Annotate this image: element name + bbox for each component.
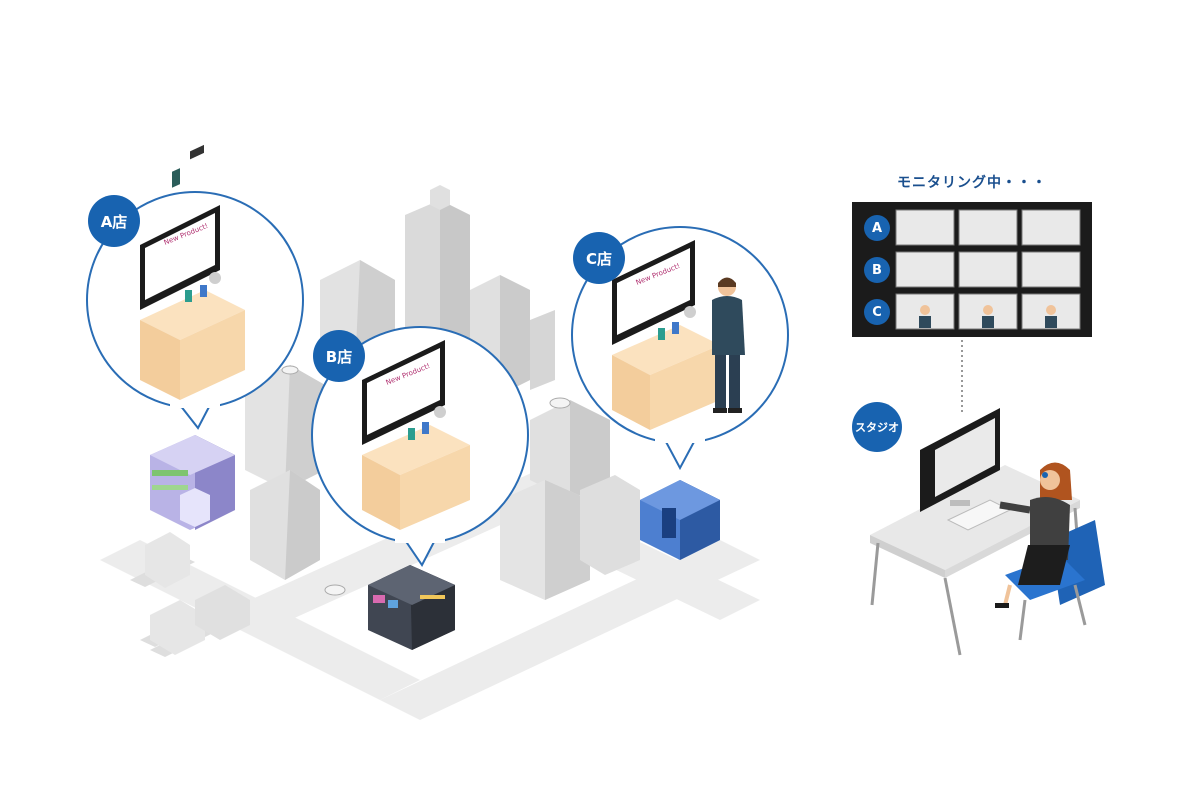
customer-figure [712,277,745,413]
cars [281,365,571,596]
store-c-building [640,480,720,560]
feed-persons [920,305,1056,315]
store-c-badge: C店 [573,232,625,284]
store-a-building [150,435,235,530]
store-a-badge: A店 [88,195,140,247]
monitoring-title: モニタリング中・・・ [897,175,1047,191]
monitor-row-b-badge: B [864,257,890,283]
store-b-bubble: New Product! [311,326,529,567]
studio-badge: スタジオ [852,402,902,452]
monitor-row-c-badge: C [864,299,890,325]
monitor-wall [852,202,1092,337]
store-c-label: C店 [585,249,612,268]
monitor-row-a-badge: A [864,215,890,241]
operator-figure [995,462,1072,608]
store-b-label: B店 [325,347,353,366]
studio-label: スタジオ [855,421,899,434]
store-a-label: A店 [100,212,128,231]
store-a-bubble: New Product! [86,144,304,430]
store-b-building [368,565,455,650]
store-b-badge: B店 [313,330,365,382]
store-c-bubble: New Product! [571,226,789,471]
monitor-feeds [895,209,1081,330]
